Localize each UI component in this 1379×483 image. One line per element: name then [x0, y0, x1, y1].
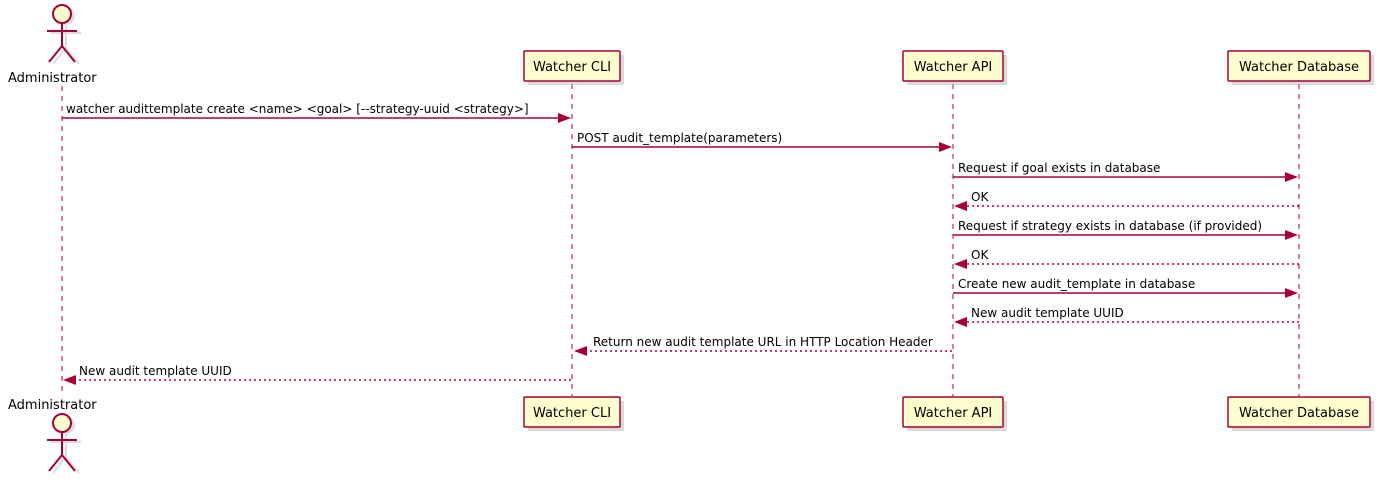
message-4[interactable]: OK: [954, 190, 1299, 211]
message-9-arrowhead: [574, 346, 587, 356]
box-watcher-database-top[interactable]: [1227, 50, 1371, 82]
participant-watcher-cli-top[interactable]: Watcher CLI: [523, 50, 624, 85]
participant-label-watcher-database-top: Watcher Database: [1239, 60, 1359, 75]
message-1[interactable]: watcher audittemplate create <name> <goa…: [62, 102, 571, 123]
participant-watcher-api-top[interactable]: Watcher API: [902, 50, 1007, 85]
participant-watcher-database-top[interactable]: Watcher Database: [1227, 50, 1374, 85]
message-5[interactable]: Request if strategy exists in database (…: [953, 219, 1298, 240]
message-6-arrowhead: [954, 259, 967, 269]
message-10[interactable]: New audit template UUID: [63, 364, 571, 385]
box-watcher-cli-top[interactable]: [523, 50, 621, 82]
message-3-arrowhead: [1285, 172, 1298, 182]
message-2-arrowhead: [939, 142, 952, 152]
message-3-label: Request if goal exists in database: [958, 161, 1160, 175]
box-watcher-cli-bottom[interactable]: [523, 396, 621, 428]
actor-head-icon: [52, 413, 72, 433]
actor-leg-right: [61, 45, 76, 63]
participant-watcher-api-bottom[interactable]: Watcher API: [902, 396, 1007, 431]
actor-leg-left: [48, 45, 63, 63]
participant-watcher-database-bottom[interactable]: Watcher Database: [1227, 396, 1374, 431]
actor-leg-right: [61, 454, 76, 472]
message-6-label: OK: [971, 248, 989, 262]
box-watcher-database-bottom[interactable]: [1227, 396, 1371, 428]
message-7-arrowhead: [1285, 288, 1298, 298]
message-6[interactable]: OK: [954, 248, 1299, 269]
box-watcher-api-bottom[interactable]: [902, 396, 1004, 428]
lifelines: [61, 84, 1300, 396]
participant-label-watcher-api-top: Watcher API: [914, 60, 993, 75]
participant-label-watcher-api-bottom: Watcher API: [914, 406, 993, 421]
message-4-arrowhead: [954, 201, 967, 211]
actor-administrator-top[interactable]: Administrator: [8, 4, 97, 86]
message-9-label: Return new audit template URL in HTTP Lo…: [593, 335, 933, 349]
participant-label-watcher-database-bottom: Watcher Database: [1239, 406, 1359, 421]
actor-label-administrator-top: Administrator: [8, 71, 97, 86]
message-5-label: Request if strategy exists in database (…: [958, 219, 1262, 233]
message-9[interactable]: Return new audit template URL in HTTP Lo…: [574, 335, 952, 356]
message-4-label: OK: [971, 190, 989, 204]
message-8[interactable]: New audit template UUID: [954, 306, 1299, 327]
message-3[interactable]: Request if goal exists in database: [953, 161, 1298, 182]
actor-head-icon: [52, 4, 72, 24]
message-10-arrowhead: [63, 375, 76, 385]
message-5-arrowhead: [1285, 230, 1298, 240]
message-2[interactable]: POST audit_template(parameters): [572, 131, 952, 152]
message-7-label: Create new audit_template in database: [958, 277, 1195, 291]
message-8-label: New audit template UUID: [971, 306, 1124, 320]
message-10-label: New audit template UUID: [79, 364, 232, 378]
actor-label-administrator-bottom: Administrator: [8, 398, 97, 413]
actor-leg-left: [48, 454, 63, 472]
message-1-label: watcher audittemplate create <name> <goa…: [66, 102, 529, 116]
message-8-arrowhead: [954, 317, 967, 327]
box-watcher-api-top[interactable]: [902, 50, 1004, 82]
message-1-arrowhead: [558, 113, 571, 123]
actor-administrator-bottom[interactable]: Administrator: [8, 398, 97, 474]
participant-watcher-cli-bottom[interactable]: Watcher CLI: [523, 396, 624, 431]
message-7[interactable]: Create new audit_template in database: [953, 277, 1298, 298]
participant-label-watcher-cli-top: Watcher CLI: [533, 60, 611, 75]
message-2-label: POST audit_template(parameters): [577, 131, 782, 145]
participant-label-watcher-cli-bottom: Watcher CLI: [533, 406, 611, 421]
